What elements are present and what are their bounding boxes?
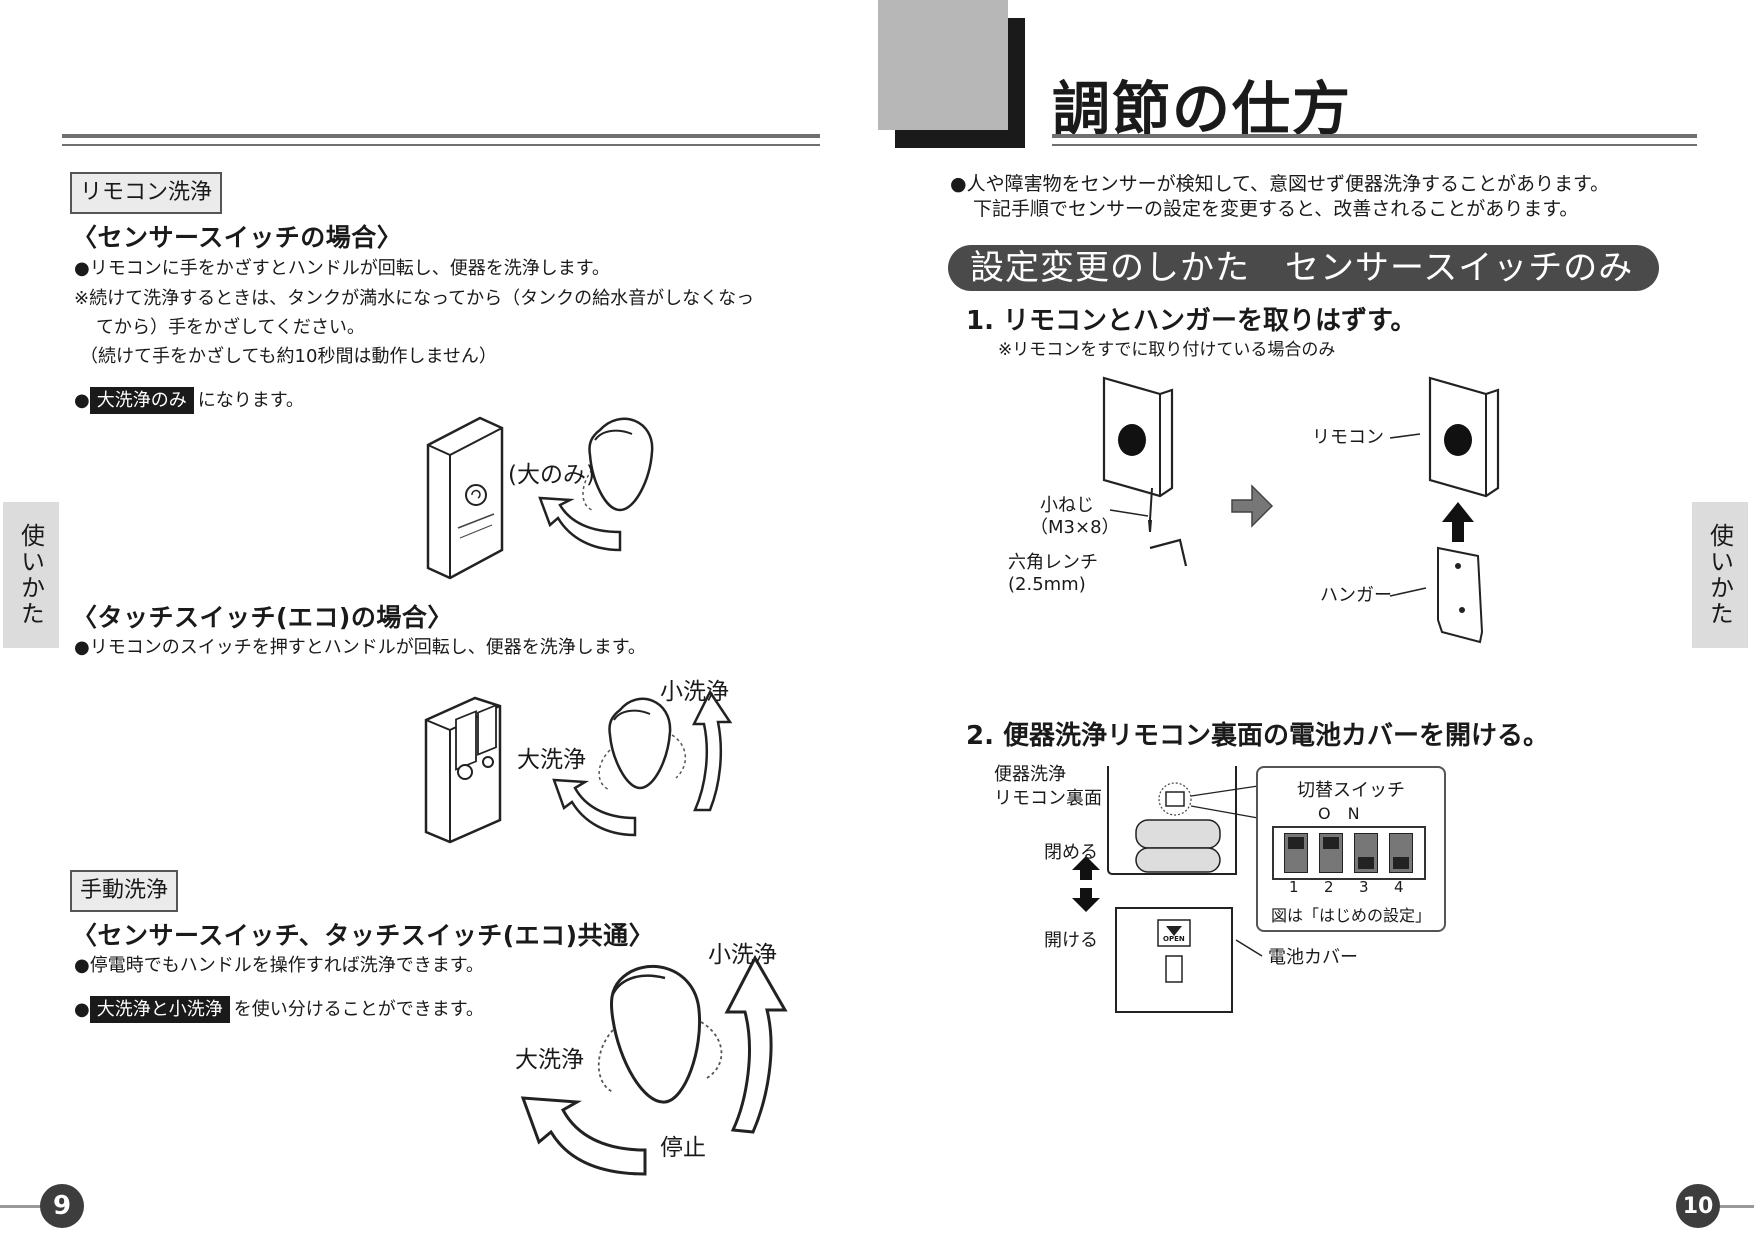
highlight-suffix: を使い分けることができます。 bbox=[233, 999, 484, 1020]
label-hex-wrench: 六角レンチ bbox=[1008, 552, 1098, 573]
step1-heading: 1. リモコンとハンガーを取りはずす。 bbox=[966, 306, 1417, 336]
intro-text-1: ●人や障害物をセンサーが検知して、意図せず便器洗浄することがあります。 bbox=[950, 173, 1610, 195]
highlight-large-and-small: 大洗浄と小洗浄 bbox=[89, 996, 230, 1023]
sensor-eye-icon bbox=[1118, 424, 1146, 456]
label-close: 閉める bbox=[1044, 842, 1098, 863]
sensor-eye-icon bbox=[1444, 424, 1472, 456]
sensor-text-4: （続けて手をかざしても約10秒間は動作しません） bbox=[80, 346, 497, 367]
section-tag-manual-flush: 手動洗浄 bbox=[70, 870, 179, 912]
hex-wrench-icon bbox=[1149, 538, 1188, 567]
highlight-large-only: 大洗浄のみ bbox=[89, 387, 194, 414]
large-flush-arrow-icon bbox=[520, 1096, 647, 1176]
down-arrow-icon bbox=[1072, 888, 1100, 912]
dip-switch-number-2: 2 bbox=[1324, 878, 1334, 896]
step1-note: ※リモコンをすでに取り付けている場合のみ bbox=[998, 340, 1336, 360]
fig3-label-small-flush: 小洗浄 bbox=[708, 942, 777, 968]
label-hanger: ハンガー bbox=[1320, 585, 1392, 606]
touch-button-icon bbox=[457, 764, 473, 780]
handle-icon bbox=[608, 697, 672, 790]
page-number-right: 10 bbox=[1676, 1184, 1720, 1228]
label-hex-wrench-size: (2.5mm) bbox=[1008, 574, 1086, 595]
label-remote-back-2: リモコン裏面 bbox=[994, 788, 1102, 809]
header-rule-left-bottom bbox=[62, 144, 820, 146]
label-remote: リモコン bbox=[1312, 427, 1384, 448]
page-title: 調節の仕方 bbox=[1052, 75, 1353, 143]
dip-switch-1 bbox=[1284, 833, 1308, 873]
handle-icon bbox=[610, 964, 702, 1104]
figure-touch-remote bbox=[424, 689, 733, 844]
label-battery-cover: 電池カバー bbox=[1268, 947, 1358, 968]
hanger-plate-icon bbox=[1437, 546, 1484, 644]
footer-rule-right bbox=[1716, 1205, 1754, 1208]
dip-switch-block bbox=[1272, 826, 1426, 880]
up-arrow-icon bbox=[1072, 856, 1100, 880]
rotate-arrow-icon bbox=[538, 496, 622, 552]
fig3-label-stop: 停止 bbox=[660, 1135, 706, 1161]
common-highlight-line: ●大洗浄と小洗浄を使い分けることができます。 bbox=[74, 996, 484, 1024]
dip-switch-4 bbox=[1389, 833, 1413, 873]
intro-text-2: 下記手順でセンサーの設定を変更すると、改善されることがあります。 bbox=[973, 198, 1579, 220]
dip-switch-3 bbox=[1354, 833, 1378, 873]
highlight-suffix: になります。 bbox=[197, 390, 304, 411]
header-rule-left-top bbox=[62, 134, 820, 138]
heading-sensor-switch: 〈センサースイッチの場合〉 bbox=[72, 223, 403, 252]
figure-sensor-remote bbox=[426, 416, 654, 580]
page-number-left: 9 bbox=[40, 1184, 84, 1228]
sensor-text-1: ●リモコンに手をかざすとハンドルが回転し、便器を洗浄します。 bbox=[74, 258, 610, 279]
fig2-label-small-flush: 小洗浄 bbox=[660, 679, 729, 705]
sensor-text-3: てから）手をかざしてください。 bbox=[96, 317, 365, 338]
fig3-label-large-flush: 大洗浄 bbox=[515, 1047, 584, 1073]
side-tab-left: 使いかた bbox=[3, 502, 59, 648]
dip-switch-number-1: 1 bbox=[1289, 878, 1299, 896]
bullet: ● bbox=[74, 390, 90, 411]
common-text-1: ●停電時でもハンドルを操作すれば洗浄できます。 bbox=[74, 955, 484, 976]
switch-panel: 切替スイッチ O N 1 2 3 4 図は「はじめの設定」 bbox=[1256, 766, 1446, 932]
switch-on-label: O N bbox=[1318, 804, 1366, 823]
label-open: 開ける bbox=[1044, 930, 1098, 951]
footer-rule-left bbox=[0, 1205, 44, 1208]
figure-remove-remote bbox=[1102, 376, 1500, 644]
dip-switch-2 bbox=[1319, 833, 1343, 873]
title-block-gray bbox=[878, 0, 1008, 130]
heading-touch-switch: 〈タッチスイッチ(エコ)の場合〉 bbox=[72, 603, 453, 632]
bullet: ● bbox=[74, 999, 90, 1020]
header-rule-right-top bbox=[1052, 134, 1697, 138]
figure-manual-handle bbox=[520, 954, 788, 1176]
touch-text-1: ●リモコンのスイッチを押すとハンドルが回転し、便器を洗浄します。 bbox=[74, 637, 646, 658]
dip-switch-number-3: 3 bbox=[1359, 878, 1369, 896]
label-remote-back-1: 便器洗浄 bbox=[994, 764, 1066, 785]
heading-common: 〈センサースイッチ、タッチスイッチ(エコ)共通〉 bbox=[72, 921, 655, 950]
fig1-label-large-only: (大のみ) bbox=[508, 462, 595, 488]
sensor-highlight-line: ●大洗浄のみになります。 bbox=[74, 387, 304, 415]
sensor-remote-body-icon bbox=[426, 416, 504, 580]
section-tag-remote-flush: リモコン洗浄 bbox=[70, 172, 223, 214]
switch-caption: 図は「はじめの設定」 bbox=[1270, 906, 1431, 925]
header-rule-right-bottom bbox=[1052, 144, 1697, 146]
open-mark-text: OPEN bbox=[1163, 935, 1185, 943]
sensor-text-2: ※続けて洗浄するときは、タンクが満水になってから（タンクの給水音がしなくなっ bbox=[74, 288, 755, 309]
figure-battery-cover bbox=[1072, 766, 1263, 1013]
dip-switch-number-4: 4 bbox=[1394, 878, 1404, 896]
side-tab-right: 使いかた bbox=[1692, 502, 1748, 648]
large-flush-arrow-icon bbox=[552, 778, 637, 837]
step2-heading: 2. 便器洗浄リモコン裏面の電池カバーを開ける。 bbox=[966, 721, 1550, 751]
label-small-screw: 小ねじ bbox=[1040, 495, 1094, 516]
small-flush-arrow-icon bbox=[691, 689, 733, 812]
fig2-label-large-flush: 大洗浄 bbox=[517, 747, 586, 773]
handle-icon bbox=[588, 417, 654, 512]
label-small-screw-size: （M3×8） bbox=[1030, 517, 1120, 538]
switch-title: 切替スイッチ bbox=[1297, 780, 1405, 801]
settings-change-heading: 設定変更のしかた センサースイッチのみ bbox=[948, 245, 1660, 291]
small-flush-arrow-icon bbox=[724, 954, 788, 1134]
up-arrow-icon bbox=[1442, 502, 1474, 542]
right-arrow-icon bbox=[1231, 484, 1274, 528]
sensor-eye-icon bbox=[465, 484, 487, 506]
